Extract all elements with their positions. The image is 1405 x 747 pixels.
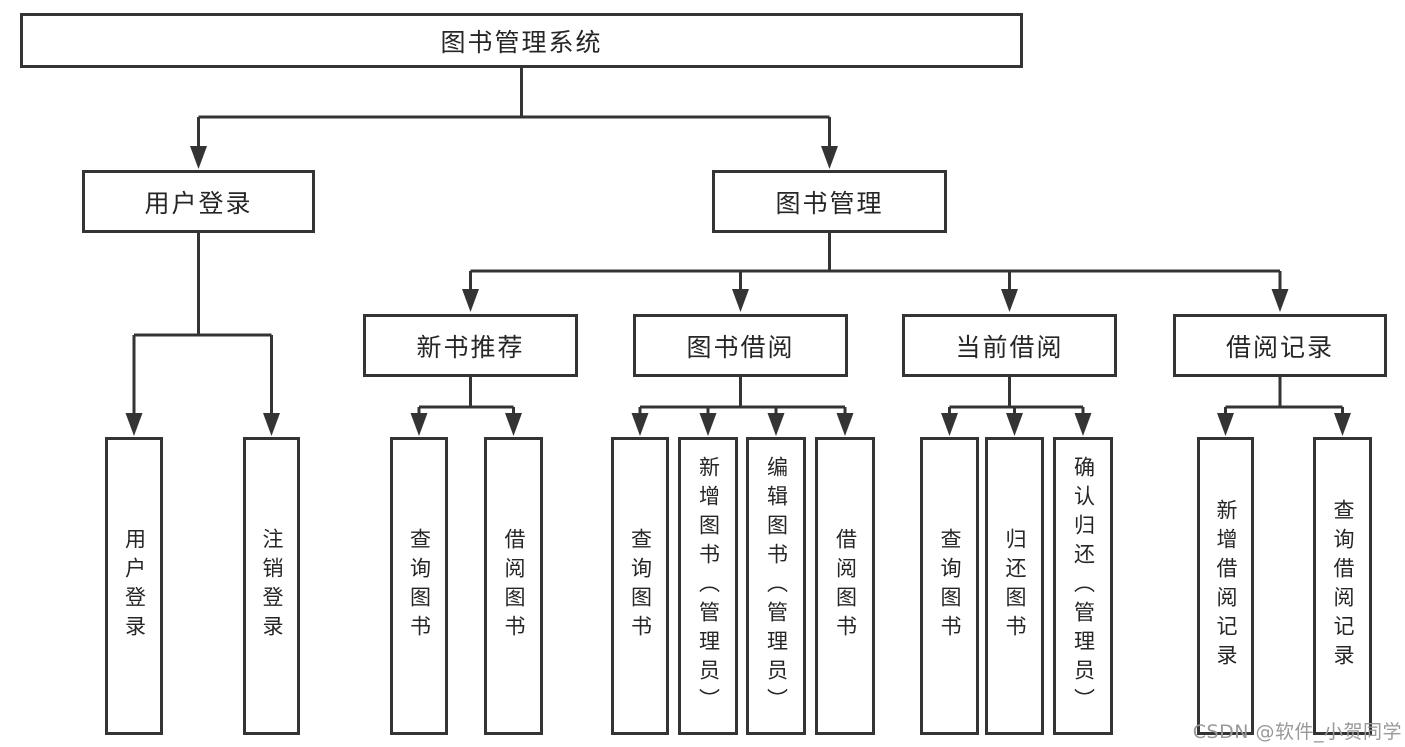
connector-new-book-to-leaves	[410, 377, 522, 436]
leaf-logout: 注销登录	[243, 437, 300, 735]
leaf-query-borrow-record: 查询借阅记录	[1313, 437, 1372, 735]
leaf-user-login: 用户登录	[105, 437, 163, 735]
node-user-login: 用户登录	[82, 170, 315, 233]
leaf-return-books: 归还图书	[985, 437, 1044, 735]
leaf-query-books-current: 查询图书	[920, 437, 979, 735]
leaf-add-books-admin: 新增图书（管理员）	[678, 437, 738, 735]
leaf-borrow-books-borrowing: 借阅图书	[815, 437, 875, 735]
csdn-watermark: CSDN @软件_小贺同学	[1192, 721, 1402, 743]
connector-root-to-level2	[190, 68, 838, 169]
leaf-add-borrow-record: 新增借阅记录	[1197, 437, 1254, 735]
node-borrowing-records: 借阅记录	[1173, 314, 1387, 377]
connector-user-login-to-leaves	[125, 233, 280, 436]
node-book-management: 图书管理	[712, 170, 947, 233]
leaf-edit-books-admin: 编辑图书（管理员）	[746, 437, 806, 735]
leaf-query-books-borrowing: 查询图书	[611, 437, 669, 735]
node-book-borrowing: 图书借阅	[633, 314, 848, 377]
leaf-query-books-recommend: 查询图书	[390, 437, 448, 735]
connector-book-management-to-level3	[462, 233, 1289, 312]
connector-borrowing-records-to-leaves	[1217, 377, 1351, 436]
node-new-book-recommend: 新书推荐	[363, 314, 578, 377]
connector-current-borrowing-to-leaves	[941, 377, 1092, 436]
leaf-confirm-return-admin: 确认归还（管理员）	[1053, 437, 1113, 735]
connector-book-borrowing-to-leaves	[631, 377, 854, 436]
node-root: 图书管理系统	[20, 13, 1023, 68]
leaf-borrow-books-recommend: 借阅图书	[484, 437, 543, 735]
node-current-borrowing: 当前借阅	[902, 314, 1117, 377]
